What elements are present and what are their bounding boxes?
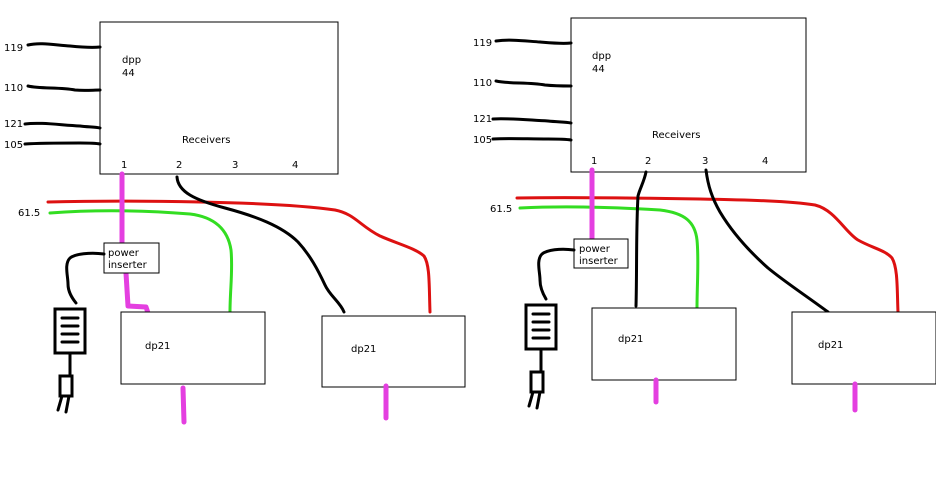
power-inserter-label-line1: power bbox=[108, 248, 140, 259]
input-label-119: 119 bbox=[473, 38, 492, 49]
port-label-4: 4 bbox=[762, 156, 768, 167]
black-cable-port-3 bbox=[704, 168, 830, 314]
receivers-label: Receivers bbox=[652, 130, 700, 141]
input-cable-105 bbox=[23, 141, 102, 146]
dp21-switch-label-1: dp21 bbox=[618, 334, 643, 345]
input-label-121: 121 bbox=[473, 114, 492, 125]
power-inserter-label-line1: power bbox=[579, 244, 611, 255]
dp21-switch-label-1: dp21 bbox=[145, 341, 170, 352]
dp21-switch-box-2 bbox=[791, 311, 936, 385]
input-label-121: 121 bbox=[4, 119, 23, 130]
green-cable bbox=[518, 205, 700, 310]
power-inserter-label-line2: inserter bbox=[579, 256, 619, 267]
input-label-110: 110 bbox=[4, 83, 23, 94]
input-label-105: 105 bbox=[473, 135, 492, 146]
green-cable bbox=[48, 209, 234, 314]
input-label-119: 119 bbox=[4, 43, 23, 54]
multiswitch-box bbox=[570, 17, 807, 173]
port-label-3: 3 bbox=[232, 160, 238, 171]
multiswitch-label-line2: 44 bbox=[122, 68, 135, 79]
dp21-switch-box-2 bbox=[321, 315, 466, 388]
black-cable-port-2 bbox=[634, 170, 648, 308]
multiswitch-box bbox=[99, 21, 339, 175]
port-label-1: 1 bbox=[121, 160, 127, 171]
receivers-label: Receivers bbox=[182, 135, 230, 146]
input-label-61-5: 61.5 bbox=[18, 208, 40, 219]
magenta-output-stub-1 bbox=[180, 385, 187, 425]
dp21-switch-box-1 bbox=[591, 307, 737, 381]
power-inserter-box bbox=[573, 238, 629, 269]
port-label-2: 2 bbox=[176, 160, 182, 171]
multiswitch-label-line1: dpp bbox=[592, 51, 611, 62]
input-cable-121 bbox=[23, 121, 102, 130]
diagram-left: dpp 44 Receivers 1 2 3 4 119 110 121 105… bbox=[4, 21, 466, 425]
input-cable-119 bbox=[26, 42, 102, 49]
diagram-right: dpp 44 Receivers 1 2 3 4 119 110 121 105… bbox=[473, 17, 936, 413]
power-plug-icon bbox=[53, 307, 87, 414]
input-label-110: 110 bbox=[473, 78, 492, 89]
power-cord bbox=[537, 247, 576, 301]
dp21-switch-box-1 bbox=[120, 311, 266, 385]
red-cable bbox=[515, 196, 900, 314]
power-inserter-box bbox=[103, 242, 160, 274]
input-cable-121 bbox=[491, 117, 573, 125]
power-inserter-label-line2: inserter bbox=[108, 260, 148, 271]
input-cable-110 bbox=[494, 79, 573, 88]
multiswitch-label-line1: dpp bbox=[122, 55, 141, 66]
port-label-1: 1 bbox=[591, 156, 597, 167]
dp21-switch-label-2: dp21 bbox=[351, 344, 376, 355]
input-cable-105 bbox=[491, 137, 573, 142]
power-plug-icon bbox=[524, 303, 558, 410]
port-label-2: 2 bbox=[645, 156, 651, 167]
port-label-3: 3 bbox=[702, 156, 708, 167]
input-cable-110 bbox=[26, 84, 102, 92]
dp21-switch-label-2: dp21 bbox=[818, 340, 843, 351]
red-cable bbox=[46, 199, 432, 314]
input-label-61-5: 61.5 bbox=[490, 204, 512, 215]
input-cable-119 bbox=[494, 38, 573, 45]
port-label-4: 4 bbox=[292, 160, 298, 171]
magenta-cable-inserter-out bbox=[123, 270, 151, 316]
input-label-105: 105 bbox=[4, 140, 23, 151]
multiswitch-label-line2: 44 bbox=[592, 64, 605, 75]
black-cable-port-2 bbox=[175, 175, 346, 314]
power-cord bbox=[65, 251, 106, 305]
